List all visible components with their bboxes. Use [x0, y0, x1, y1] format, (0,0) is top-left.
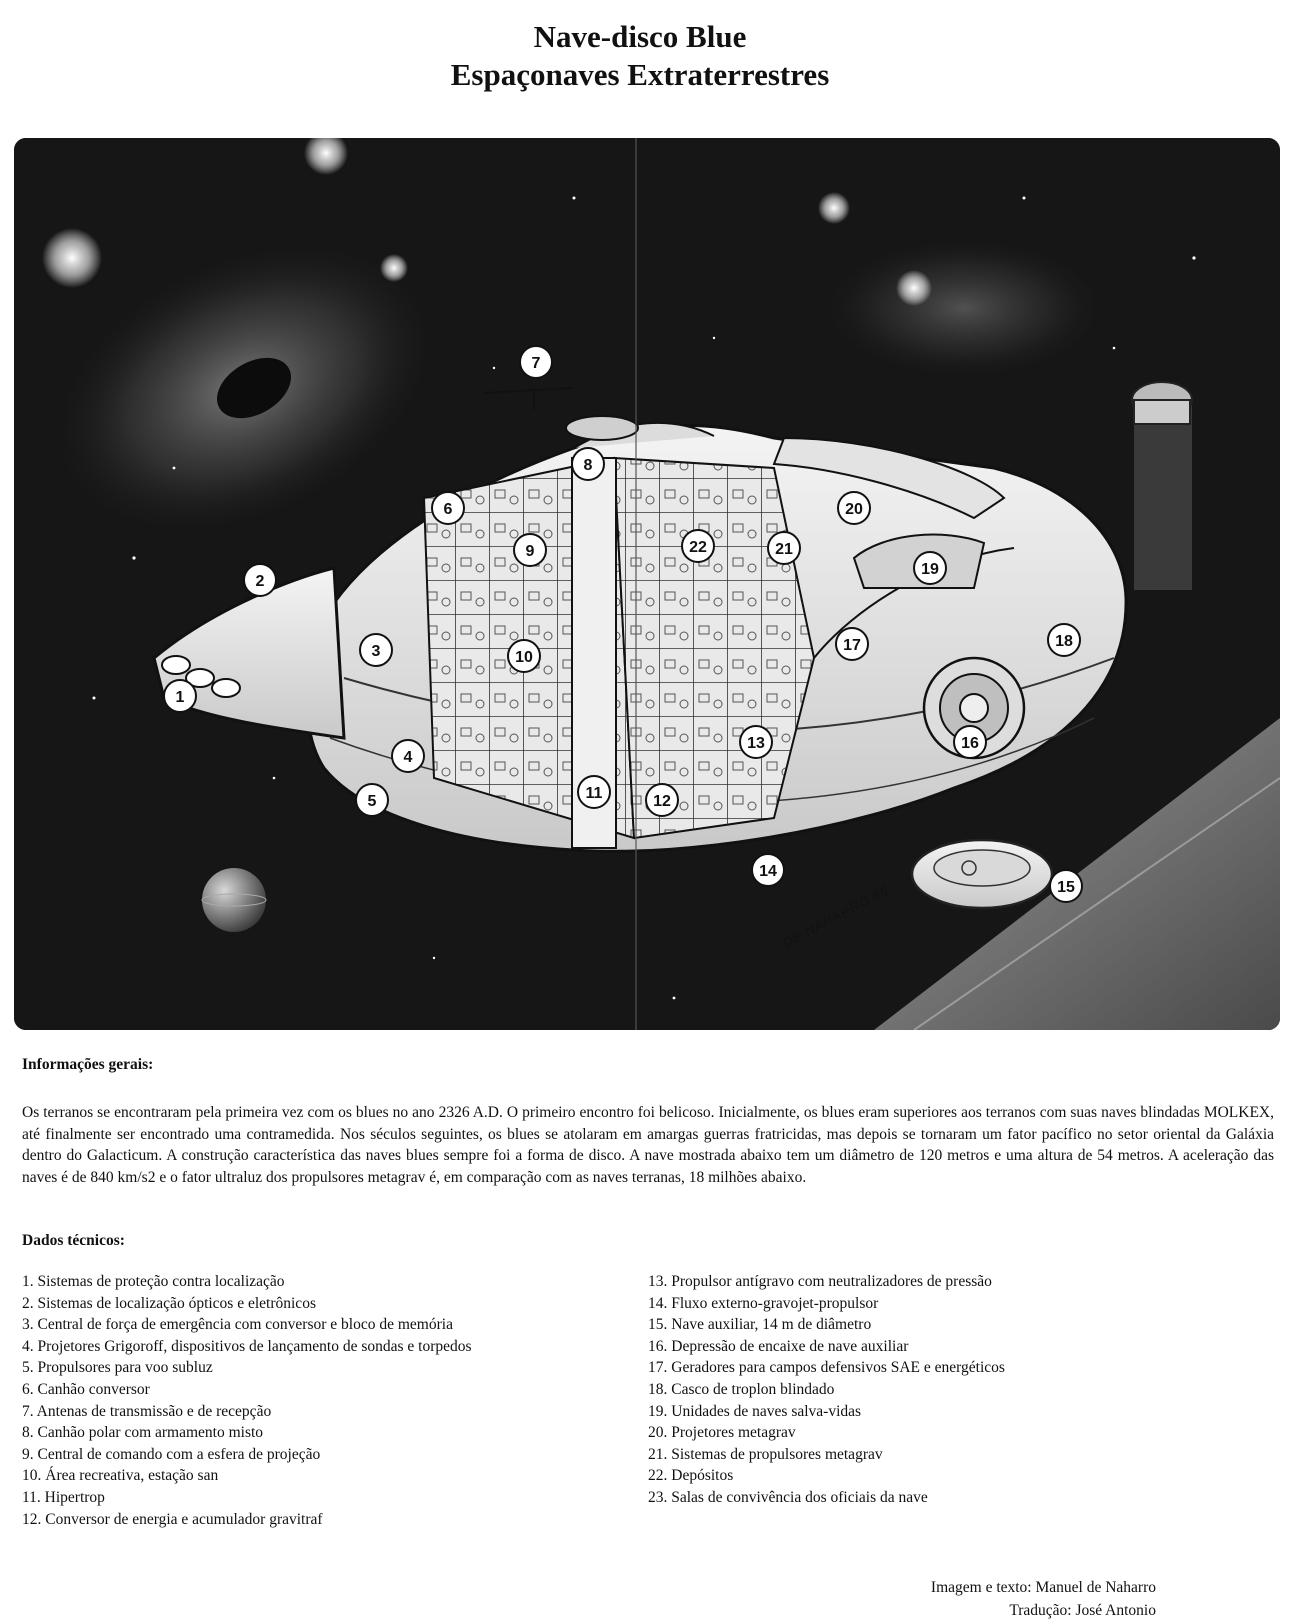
- technical-data-heading: Dados técnicos:: [22, 1232, 125, 1249]
- callout-20: 20: [837, 491, 871, 525]
- svg-text:11: 11: [586, 785, 603, 802]
- callout-11: 11: [577, 775, 611, 809]
- list-item: 19. Unidades de naves salva-vidas: [648, 1402, 862, 1420]
- callout-2: 2: [243, 563, 277, 597]
- stars: [42, 138, 1196, 1000]
- list-item: 8. Canhão polar com armamento misto: [22, 1424, 264, 1442]
- callout-18: 18: [1047, 623, 1081, 657]
- tower-station: [1131, 381, 1193, 590]
- list-item: 11. Hipertrop: [22, 1488, 105, 1506]
- svg-text:15: 15: [1057, 879, 1075, 896]
- callout-8: 8: [571, 447, 605, 481]
- illustration-canvas: 1 2 3 4 5 6 7 8 9 10 11 12 13 14 15 16 1…: [14, 138, 1280, 1030]
- list-item: 22. Depósitos: [648, 1467, 734, 1485]
- list-item: 9. Central de comando com a esfera de pr…: [22, 1445, 321, 1463]
- svg-text:9: 9: [526, 543, 535, 560]
- list-item: 17. Geradores para campos defensivos SAE…: [648, 1359, 1005, 1377]
- callout-9: 9: [513, 533, 547, 567]
- list-item: 23. Salas de convivência dos oficiais da…: [648, 1488, 928, 1506]
- general-info-paragraph: Os terranos se encontraram pela primeira…: [22, 1104, 1274, 1186]
- list-item: 14. Fluxo externo-gravojet-propulsor: [648, 1294, 879, 1312]
- callout-3: 3: [359, 633, 393, 667]
- list-item: 4. Projetores Grigoroff, dispositivos de…: [22, 1337, 472, 1355]
- general-info-heading: Informações gerais:: [22, 1056, 154, 1073]
- svg-text:19: 19: [921, 561, 939, 578]
- list-item: 10. Área recreativa, estação san: [22, 1467, 219, 1485]
- technical-data-list-left: 1. Sistemas de proteção contra localizaç…: [22, 1271, 642, 1530]
- callout-13: 13: [739, 725, 773, 759]
- list-item: 15. Nave auxiliar, 14 m de diâmetro: [648, 1316, 872, 1334]
- credits: Imagem e texto: Manuel de Naharro Traduç…: [931, 1576, 1156, 1622]
- list-item: 13. Propulsor antígravo com neutralizado…: [648, 1273, 992, 1290]
- svg-text:21: 21: [775, 541, 793, 558]
- auxiliary-ship: [910, 838, 1054, 910]
- callout-17: 17: [835, 627, 869, 661]
- callout-22: 22: [681, 529, 715, 563]
- list-item: 7. Antenas de transmissão e de recepção: [22, 1402, 272, 1420]
- svg-text:12: 12: [653, 793, 671, 810]
- svg-text:14: 14: [759, 863, 777, 880]
- svg-text:4: 4: [404, 749, 413, 766]
- svg-text:8: 8: [584, 457, 593, 474]
- list-item: 2. Sistemas de localização ópticos e ele…: [22, 1294, 316, 1312]
- callout-12: 12: [645, 783, 679, 817]
- callout-6: 6: [431, 491, 465, 525]
- list-item: 6. Canhão conversor: [22, 1380, 150, 1398]
- svg-text:22: 22: [689, 539, 707, 556]
- callout-4: 4: [391, 739, 425, 773]
- list-item: 20. Projetores metagrav: [648, 1424, 796, 1442]
- svg-text:16: 16: [961, 735, 979, 752]
- svg-text:1: 1: [176, 689, 185, 706]
- callout-1: 1: [163, 679, 197, 713]
- callout-21: 21: [767, 531, 801, 565]
- technical-data-list-right: 13. Propulsor antígravo com neutralizado…: [648, 1271, 1268, 1509]
- callout-7: 7: [519, 345, 553, 379]
- svg-text:7: 7: [532, 355, 541, 372]
- callout-5: 5: [355, 783, 389, 817]
- svg-text:17: 17: [843, 637, 861, 654]
- svg-text:10: 10: [515, 649, 533, 666]
- callout-15: 15: [1049, 869, 1083, 903]
- list-item: 21. Sistemas de propulsores metagrav: [648, 1445, 883, 1463]
- svg-text:20: 20: [845, 501, 863, 518]
- svg-text:2: 2: [256, 573, 265, 590]
- list-item: 18. Casco de troplon blindado: [648, 1380, 835, 1398]
- svg-text:18: 18: [1055, 633, 1073, 650]
- list-item: 16. Depressão de encaixe de nave auxilia…: [648, 1337, 909, 1355]
- ship-nose: [152, 566, 346, 740]
- page-subtitle: Espaçonaves Extraterrestres: [450, 57, 830, 92]
- planet: [201, 868, 267, 932]
- callout-16: 16: [953, 725, 987, 759]
- credits-author: Imagem e texto: Manuel de Naharro: [930, 1579, 1156, 1596]
- svg-text:3: 3: [372, 643, 381, 660]
- svg-text:6: 6: [444, 501, 453, 518]
- svg-text:5: 5: [368, 793, 377, 810]
- list-item: 5. Propulsores para voo subluz: [22, 1359, 213, 1377]
- callout-14: 14: [751, 853, 785, 887]
- svg-text:13: 13: [747, 735, 765, 752]
- credits-translator: Tradução: José Antonio: [1009, 1602, 1156, 1619]
- callout-10: 10: [507, 639, 541, 673]
- list-item: 3. Central de força de emergência com co…: [22, 1316, 453, 1334]
- spaceship-cutaway-illustration: 1 2 3 4 5 6 7 8 9 10 11 12 13 14 15 16 1…: [14, 138, 1280, 1030]
- page-header: Nave-disco Blue Espaçonaves Extraterrest…: [0, 18, 1280, 94]
- list-item: 12. Conversor de energia e acumulador gr…: [22, 1510, 323, 1528]
- callout-19: 19: [913, 551, 947, 585]
- callout-markers: 1 2 3 4 5 6 7 8 9 10 11 12 13 14 15 16 1…: [163, 345, 1083, 903]
- list-item: 1. Sistemas de proteção contra localizaç…: [22, 1273, 285, 1290]
- page-title: Nave-disco Blue: [533, 19, 747, 54]
